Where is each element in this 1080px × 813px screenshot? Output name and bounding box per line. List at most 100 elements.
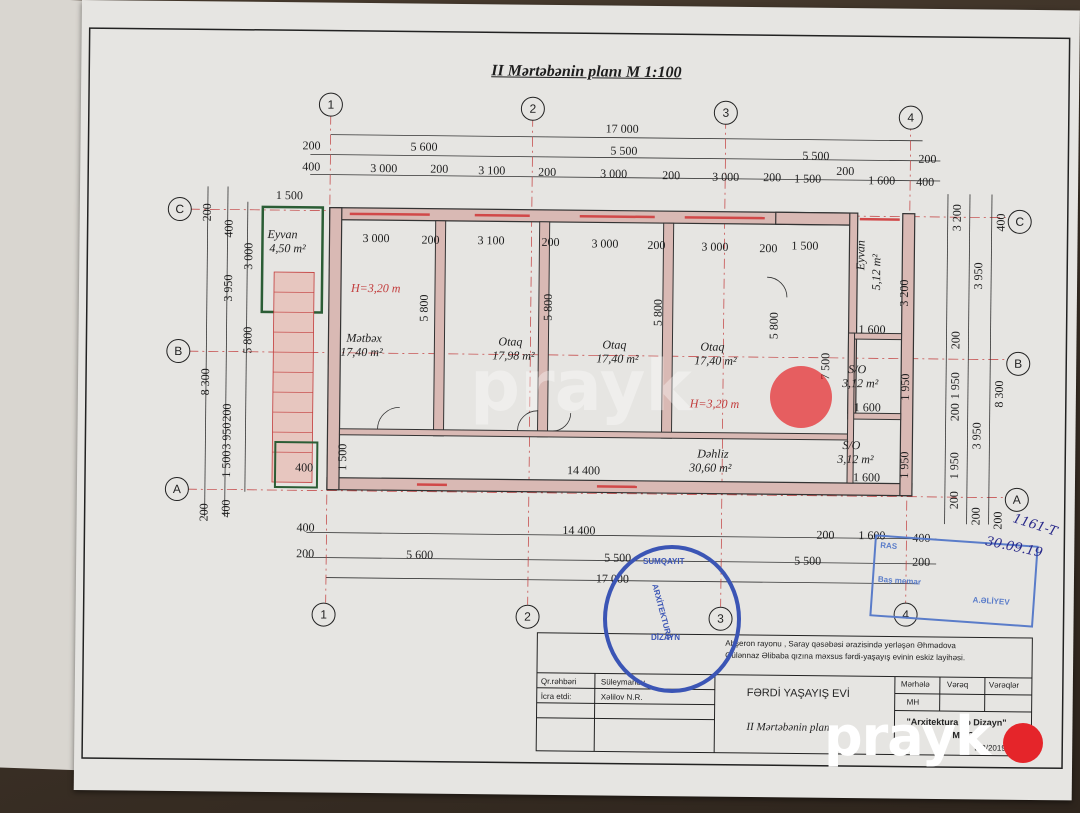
axis-bubble-2-bottom: 2 — [515, 604, 540, 629]
dim-inner-9: 1 500 — [791, 238, 819, 253]
dim-inner-5: 3 000 — [591, 236, 619, 251]
title-block-col-stage: Mərhələ — [900, 679, 930, 689]
axis-bubble-C-right: C — [1007, 209, 1032, 234]
dim-line-top-1 — [310, 154, 941, 162]
room-3-name: Otaq — [700, 339, 725, 354]
wall-corridor-top — [338, 428, 849, 441]
dim-line-left-outer — [204, 186, 209, 517]
dim-top-row2-1: 3 000 — [370, 161, 398, 176]
axis-bubble-B: B — [166, 338, 191, 364]
grid-axis-B — [188, 350, 1009, 361]
dim-bot-row1-2: 200 — [816, 527, 835, 542]
wall-kitchen-room — [432, 220, 447, 437]
dim-left-inner-0: 3 000 — [241, 242, 256, 270]
dim-top-row2-5: 3 000 — [600, 166, 628, 181]
dim-inner-misc-0: 5 800 — [416, 294, 431, 322]
room-balcony-right-name: Eyvan — [853, 240, 868, 271]
dim-right-inner-5: 200 — [946, 491, 961, 510]
windows — [349, 212, 900, 489]
dim-top-row2-12: 400 — [916, 174, 935, 189]
prayk-logo-dot — [1003, 723, 1043, 763]
window-3 — [579, 214, 655, 219]
axis-bubble-A-right: A — [1004, 487, 1029, 512]
window-2 — [474, 213, 530, 217]
dim-inner-1: 3 000 — [362, 230, 390, 246]
dim-right-inner-3: 200 — [947, 403, 962, 422]
door-arc-kitchen — [377, 406, 400, 430]
axis-bubble-2: 2 — [520, 96, 546, 121]
interior-walls — [338, 220, 903, 484]
dim-inner-misc-9: 3 200 — [896, 279, 912, 307]
dim-inner-misc-7: 1 600 — [852, 470, 881, 485]
dim-line-top-total — [330, 134, 923, 142]
wall-so-left — [846, 332, 856, 484]
axis-bubble-C: C — [167, 196, 192, 222]
dim-inner-6: 200 — [647, 237, 666, 253]
dim-inner-misc-2: 5 800 — [650, 298, 665, 327]
title-block-name-2: Xəlilov N.R. — [600, 692, 643, 702]
door-arc-room1 — [517, 410, 538, 431]
dim-inner-misc-12: 400 — [295, 460, 314, 475]
balcony-lower-frame — [273, 441, 319, 489]
dim-top-row1-3: 5 500 — [802, 148, 830, 163]
wall-left — [326, 207, 343, 491]
dim-left-mid-3: 200 — [219, 403, 234, 422]
dim-line-right-outer — [988, 194, 993, 525]
dim-top-row2-6: 200 — [662, 168, 681, 183]
dim-top-total: 17 000 — [605, 121, 639, 136]
dim-inner-4: 200 — [541, 234, 560, 250]
room-balcony-left-name: Eyvan — [267, 226, 298, 242]
dim-top-row1-0: 200 — [302, 138, 321, 153]
dim-right-inner-2: 1 950 — [947, 372, 963, 400]
grid-axis-A — [186, 488, 1007, 499]
title-block-col-sheet: Vərəq — [946, 680, 969, 690]
door-swings — [377, 276, 788, 432]
dim-inner-misc-5: 1 600 — [858, 322, 886, 337]
wall-right-end — [899, 213, 916, 497]
dim-top-row2-2: 200 — [430, 161, 449, 176]
sheet-frame — [81, 27, 1071, 770]
axis-bubble-A: A — [164, 476, 190, 502]
dim-line-bot-1 — [306, 531, 937, 540]
title-block-role-1: Qr.rəhbəri — [540, 676, 577, 687]
round-stamp-text: SUMQAYIT — [643, 557, 685, 566]
dim-bot-row2-0: 200 — [296, 546, 315, 561]
room-balcony-right-area: 5,12 m² — [869, 253, 884, 291]
dim-right-mid-2: 200 — [968, 507, 983, 526]
rect-stamp-line-1: RAS — [879, 540, 898, 551]
dim-top-row1-1: 5 600 — [410, 139, 438, 154]
staircase — [271, 271, 315, 483]
dim-top-row2-7: 3 000 — [712, 169, 740, 184]
dim-inner-misc-8: 14 400 — [567, 463, 601, 478]
drawing-sheet: II Mərtəbənin planı M 1:100 1 2 3 4 1 2 … — [73, 0, 1080, 801]
prayk-logo: prayk — [824, 705, 991, 768]
dim-top-row2-4: 200 — [538, 164, 557, 179]
axis-bubble-1-bottom: 1 — [311, 602, 336, 627]
stair-steps — [272, 291, 314, 453]
room-wc-2-name: S/O — [842, 437, 861, 453]
rect-stamp-sign: A.ƏLİYEV — [972, 595, 1010, 607]
dim-left-mid-4: 3 950 — [219, 422, 234, 450]
axis-bubble-1: 1 — [318, 92, 344, 117]
dim-right-inner-1: 200 — [948, 331, 963, 350]
axis-bubble-4: 4 — [898, 105, 923, 130]
dim-line-left-mid — [224, 186, 229, 517]
dim-inner-misc-1: 5 800 — [540, 293, 555, 321]
title-block-project: FƏRDİ YAŞAYIŞ EVİ — [746, 686, 850, 701]
dim-inner-misc-13: 1 500 — [335, 443, 350, 471]
dim-right-inner-4: 1 950 — [947, 452, 962, 480]
round-stamp: SUMQAYIT ARXİTEKTURA DİZAYN — [603, 545, 741, 693]
room-balcony-left-area: 4,50 m² — [269, 240, 306, 256]
dim-line-bot-2 — [306, 556, 937, 565]
dim-top-row2-9: 1 500 — [794, 171, 822, 186]
dim-bot-row2-1: 5 600 — [406, 547, 434, 562]
room-corridor-name: Dəhliz — [697, 446, 729, 461]
title-block-col-sheets: Vərəqlər — [988, 680, 1020, 690]
dim-left-mid-0: 400 — [221, 219, 236, 238]
dim-top-row2-10: 200 — [836, 163, 855, 179]
dim-inner-3: 3 100 — [477, 233, 505, 248]
room-corridor-area: 30,60 m² — [689, 460, 732, 475]
grid-axis-2 — [527, 116, 534, 605]
title-block-sheet-name: II Mərtəbənin planı — [746, 720, 833, 734]
dim-left-outer-2: 200 — [196, 503, 211, 522]
